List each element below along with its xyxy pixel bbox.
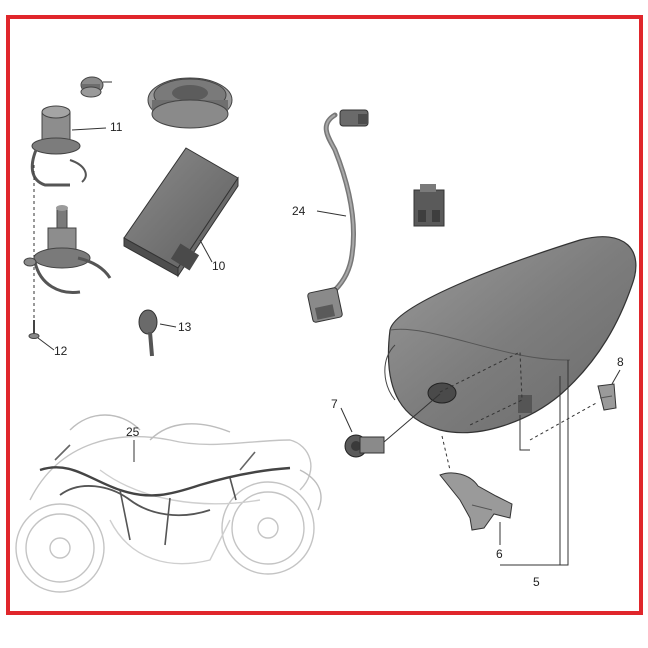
plug-icon[interactable] xyxy=(80,76,112,98)
callout-13: 13 xyxy=(178,320,192,334)
lock-cylinder-icon[interactable] xyxy=(23,205,112,295)
leader-8 xyxy=(611,369,621,385)
connector-icon[interactable] xyxy=(413,184,445,227)
sub-harness-icon[interactable] xyxy=(307,109,369,323)
seat-icon[interactable] xyxy=(384,236,637,434)
seat-lock-icon[interactable] xyxy=(344,434,385,458)
ecu-icon[interactable] xyxy=(123,147,239,278)
bracket-mount-line xyxy=(529,401,599,441)
callout-10: 10 xyxy=(212,259,226,273)
callout-8: 8 xyxy=(617,355,624,369)
leader-7 xyxy=(340,407,353,433)
leader-12 xyxy=(37,337,55,351)
ignition-switch-icon[interactable] xyxy=(30,105,87,187)
bracket-mount-line-2 xyxy=(519,415,530,451)
callout-25: 25 xyxy=(126,425,140,439)
callout-6: 6 xyxy=(496,547,503,561)
main-harness-icon[interactable] xyxy=(39,444,291,546)
seat-dashed-outline xyxy=(439,351,523,426)
callout-12: 12 xyxy=(54,344,68,358)
seat-latch-icon[interactable] xyxy=(439,472,513,531)
leader-11 xyxy=(71,127,107,131)
callout-5: 5 xyxy=(533,575,540,589)
leader-24 xyxy=(316,210,347,217)
bracket-icon[interactable] xyxy=(597,383,617,411)
callout-7: 7 xyxy=(331,397,338,411)
bolt-icon[interactable] xyxy=(28,320,40,339)
motorcycle-silhouette xyxy=(15,414,322,593)
leader-5 xyxy=(500,360,569,566)
key-icon[interactable] xyxy=(138,309,158,357)
leader-10 xyxy=(199,239,213,263)
callout-24: 24 xyxy=(292,204,306,218)
fuel-cap-icon[interactable] xyxy=(147,77,233,129)
callout-11: 11 xyxy=(110,120,123,134)
leader-13 xyxy=(159,323,177,328)
lock-axis-line xyxy=(383,393,441,443)
